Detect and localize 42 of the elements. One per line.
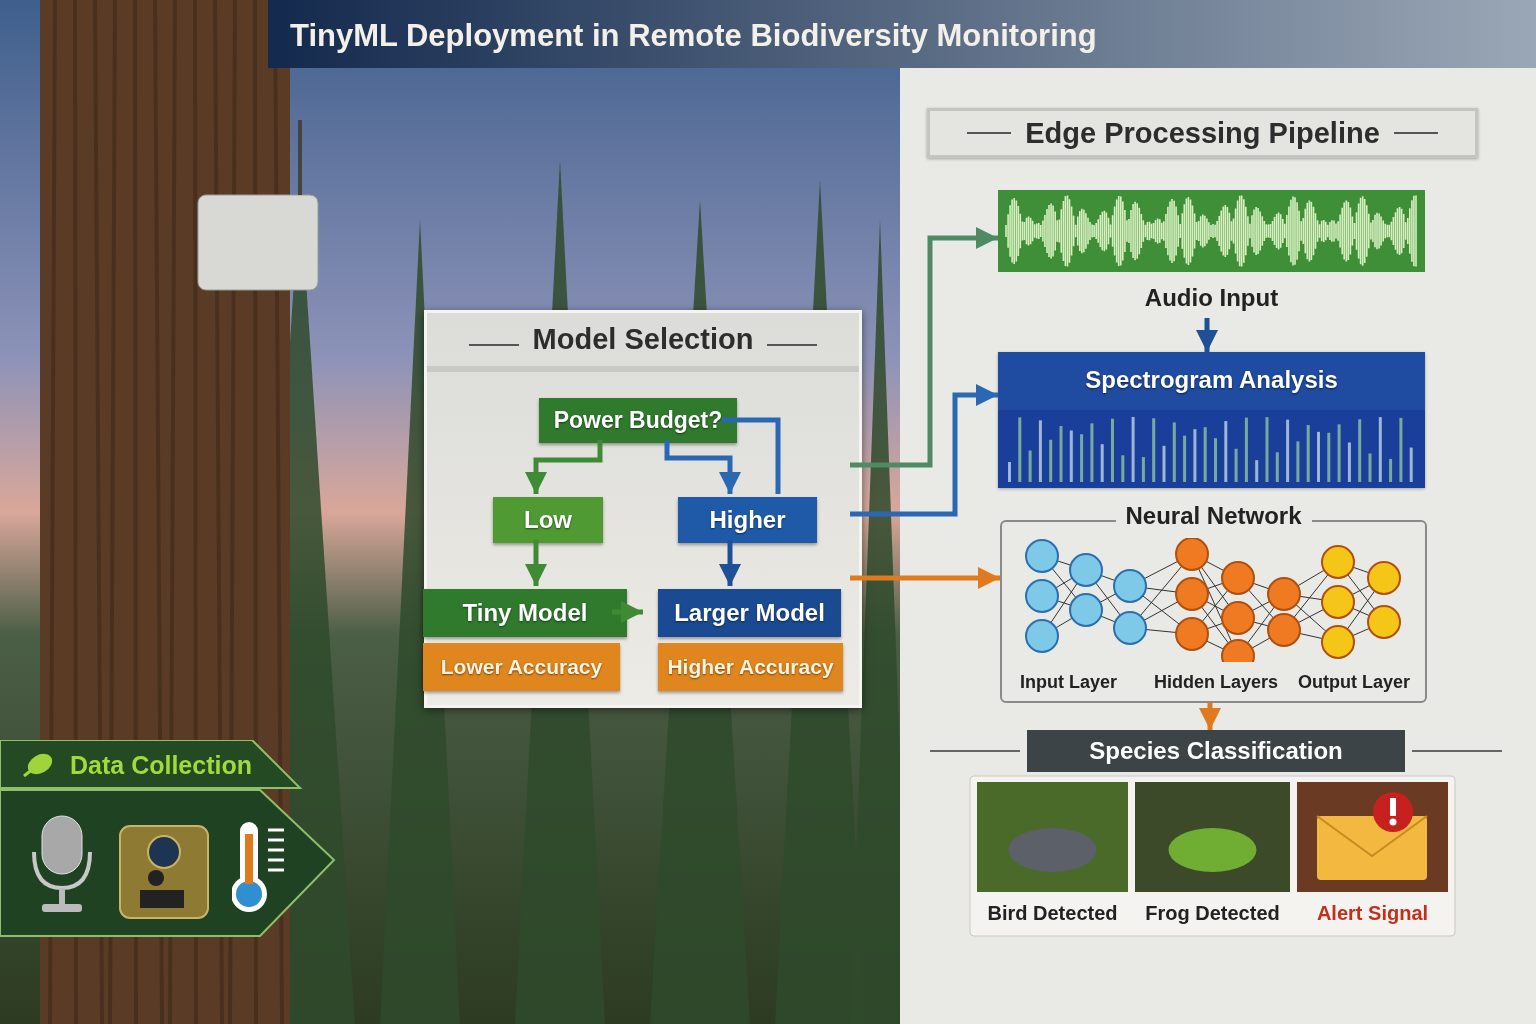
model-box xyxy=(658,589,841,637)
arrow xyxy=(525,440,603,494)
section-heading: Species Classification xyxy=(1089,737,1343,765)
model-selection-panel xyxy=(424,310,862,708)
card-label: Frog Detected xyxy=(1144,902,1281,925)
option-box xyxy=(678,497,817,543)
arrow xyxy=(850,567,1000,589)
panel-heading: Model Selection xyxy=(532,323,754,355)
spectrogram-block xyxy=(998,352,1425,488)
arrow xyxy=(719,540,741,586)
arrow xyxy=(525,540,547,586)
layer-label: Output Layer xyxy=(1298,672,1410,693)
accuracy-box xyxy=(423,643,620,691)
box-label: Low xyxy=(524,506,572,534)
arrow xyxy=(1196,318,1218,352)
box-label: Tiny Model xyxy=(462,599,588,627)
data-collection-panel xyxy=(0,740,336,938)
accuracy-box xyxy=(658,643,843,691)
card-label: Bird Detected xyxy=(986,902,1119,925)
box-label: Higher xyxy=(709,506,786,534)
card-label: Alert Signal xyxy=(1315,902,1430,925)
block-caption: Audio Input xyxy=(1143,284,1280,312)
classification-header xyxy=(1027,730,1405,772)
model-box xyxy=(423,589,627,637)
arrow xyxy=(1199,703,1221,730)
arrow xyxy=(664,440,741,494)
box-label: Larger Model xyxy=(674,599,825,627)
decision-box xyxy=(539,398,737,443)
arrow xyxy=(612,601,643,623)
arrow xyxy=(850,384,998,517)
box-label: Lower Accuracy xyxy=(440,655,603,679)
layer-label: Input Layer xyxy=(1020,672,1117,693)
box-label: Higher Accuracy xyxy=(667,655,834,679)
layer-label: Hidden Layers xyxy=(1154,672,1279,693)
arrow xyxy=(850,227,998,468)
diagram-title: TinyML Deployment in Remote Biodiversity Monitoring xyxy=(290,18,1097,54)
option-box xyxy=(493,497,603,543)
box-label: Power Budget? xyxy=(553,407,723,434)
panel-heading: Data Collection xyxy=(70,751,252,780)
block-heading: Spectrogram Analysis xyxy=(1084,366,1339,394)
section-header xyxy=(927,108,1478,158)
section-heading: Edge Processing Pipeline xyxy=(1025,116,1380,150)
